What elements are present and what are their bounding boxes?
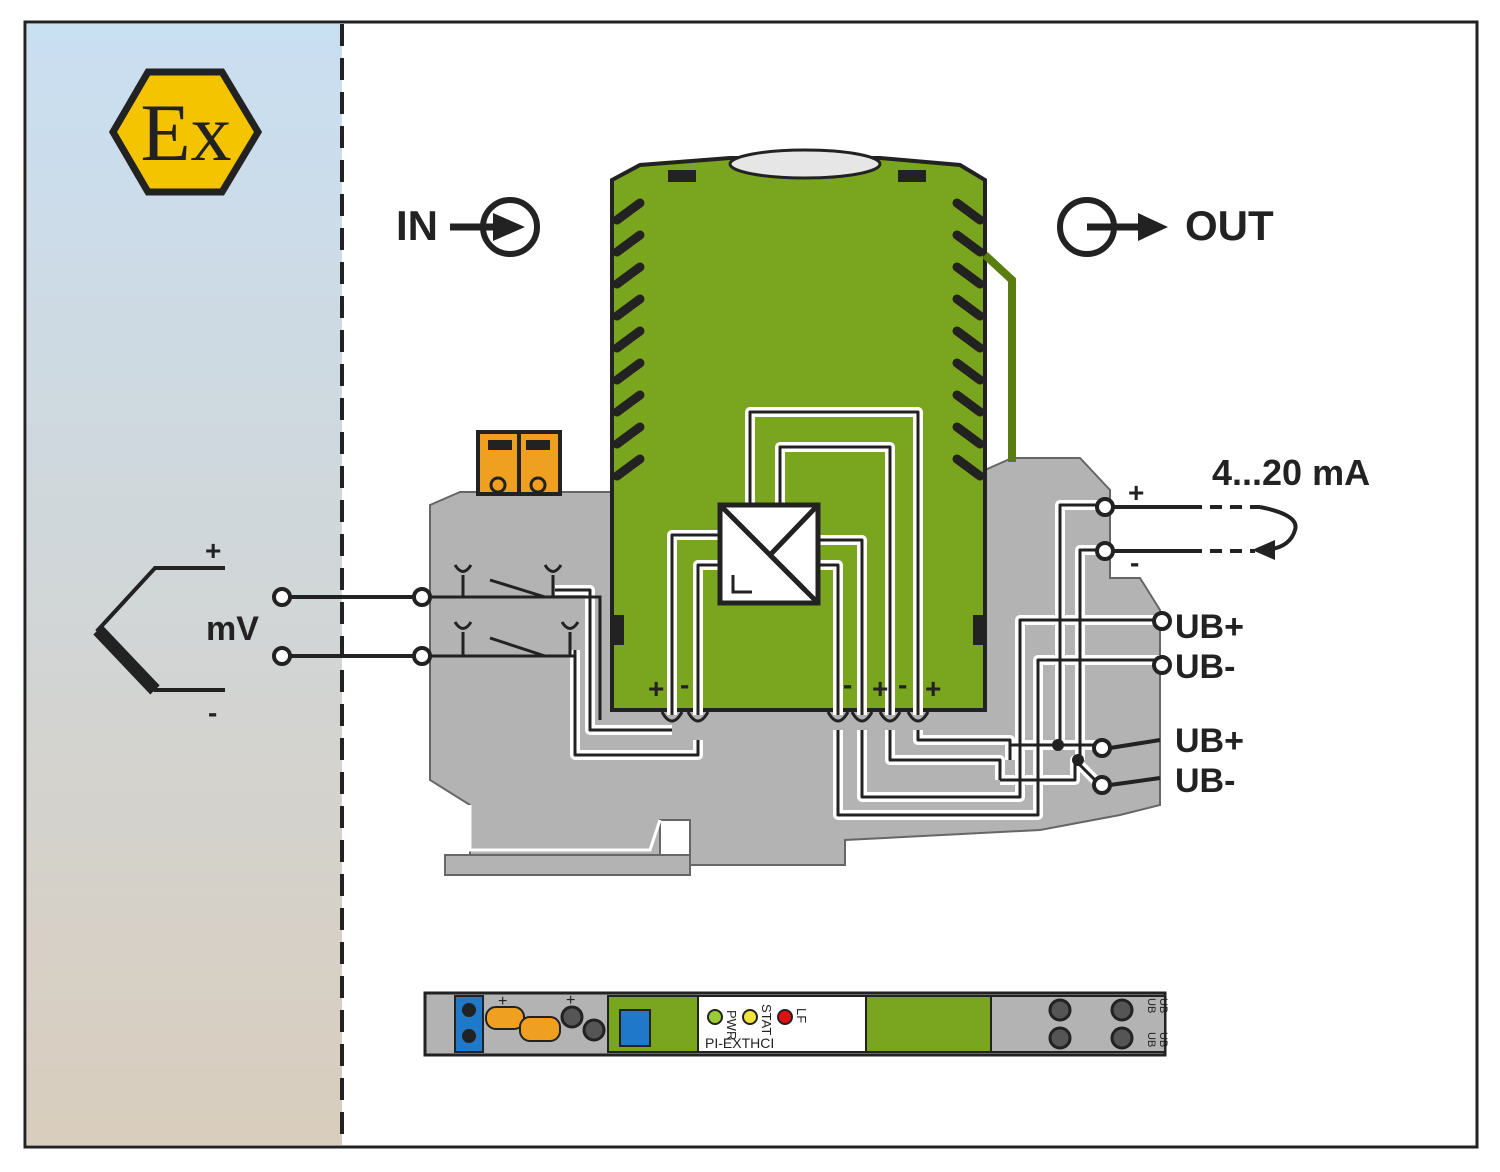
ub-minus-label-2: UB-	[1175, 762, 1235, 800]
screw-icon	[582, 1018, 606, 1042]
sensor-terminal-minus	[272, 646, 292, 666]
front-mark-plus-1: +	[498, 993, 507, 1010]
sensor-terminal-plus	[272, 587, 292, 607]
output-terminal-minus[interactable]	[1095, 541, 1115, 561]
output-label: OUT	[1185, 202, 1274, 249]
output-terminal-sign-1: -	[843, 669, 852, 700]
module-bottom-terminals: + - - + - +	[648, 669, 941, 723]
sensor-junction-icon	[93, 625, 160, 695]
ub-plus-label-2: UB+	[1175, 722, 1244, 760]
din-rail-foot	[444, 854, 691, 876]
input-arrow-icon	[493, 213, 525, 241]
supply-terminal-ub-plus-2[interactable]	[1092, 738, 1112, 758]
product-name: PI-EXTHCI	[705, 1035, 774, 1051]
green-front-section-2	[865, 995, 992, 1053]
ub-mark-1: UB	[1145, 998, 1157, 1013]
blue-front-button[interactable]	[619, 1009, 651, 1047]
output-arrow-icon	[1138, 213, 1168, 241]
ub-mark-3: UB	[1145, 1032, 1157, 1047]
screw-icon	[1048, 998, 1072, 1022]
supply-terminal-ub-minus-1[interactable]	[1152, 655, 1172, 675]
lf-led-label: LF	[794, 1008, 809, 1023]
ub-plus-label-1: UB+	[1175, 608, 1244, 646]
screw-icon	[1048, 1026, 1072, 1050]
screw-icon	[560, 1005, 584, 1029]
module-front-view: + + PWR STAT LF PI-EXTHCI UB UB UB UB	[423, 991, 1169, 1057]
front-mark-plus-2: +	[566, 992, 575, 1009]
sensor-mv-label: mV	[206, 610, 259, 648]
output-terminal-sign-2: +	[872, 673, 888, 704]
supply-terminals: UB+ UB- UB+ UB-	[1092, 608, 1244, 800]
stat-led-icon	[742, 1009, 758, 1025]
output-signal-label: 4...20 mA	[1212, 452, 1370, 493]
lf-led-icon	[777, 1009, 793, 1025]
input-label: IN	[396, 202, 438, 249]
blue-terminal-strip	[454, 995, 484, 1053]
input-flow-indicator: IN	[396, 197, 540, 257]
output-plus-sign: +	[1128, 477, 1144, 508]
sensor-wires	[272, 564, 602, 720]
input-circle-icon	[480, 197, 540, 257]
output-terminal-sign-3: -	[898, 669, 907, 700]
output-terminal-sign-4: +	[925, 673, 941, 704]
sensor-plus-sign: +	[205, 535, 221, 566]
ub-mark-2: UB	[1157, 998, 1169, 1013]
hexagon-icon	[108, 68, 263, 196]
ub-mark-4: UB	[1157, 1032, 1169, 1047]
input-terminal-plus[interactable]	[412, 587, 432, 607]
orange-plug-front-2	[519, 1016, 561, 1042]
module-top-label	[728, 148, 882, 180]
ex-badge-text: Ex	[140, 87, 231, 178]
screw-icon	[1110, 1026, 1134, 1050]
current-output-loop: + - 4...20 mA	[1095, 452, 1370, 578]
plug-connector	[476, 430, 562, 496]
orange-plug-front-1	[485, 1006, 525, 1030]
ex-hazard-badge: Ex	[108, 68, 263, 196]
output-flow-indicator: OUT	[1057, 197, 1274, 257]
vent-slots-right	[952, 198, 985, 481]
output-terminal-plus[interactable]	[1095, 497, 1115, 517]
internal-wiring	[555, 407, 1160, 820]
supply-terminal-ub-plus-1[interactable]	[1152, 611, 1172, 631]
stat-led-label: STAT	[759, 1004, 774, 1035]
supply-terminal-ub-minus-2[interactable]	[1092, 775, 1112, 795]
output-minus-sign: -	[1130, 547, 1139, 578]
signal-converter-block	[717, 502, 821, 606]
sensor-minus-sign: -	[208, 697, 217, 728]
hazardous-zone	[27, 24, 342, 1145]
pwr-led-icon	[707, 1009, 723, 1025]
thermocouple-sensor: + mV -	[93, 535, 259, 728]
input-terminal-minus[interactable]	[412, 646, 432, 666]
ub-minus-label-1: UB-	[1175, 648, 1235, 686]
input-terminal-minus-sign: -	[680, 669, 689, 700]
vent-slots-left	[612, 198, 645, 481]
screw-icon	[1110, 998, 1134, 1022]
pwr-led-label: PWR	[724, 1010, 739, 1040]
input-terminal-plus-sign: +	[648, 673, 664, 704]
